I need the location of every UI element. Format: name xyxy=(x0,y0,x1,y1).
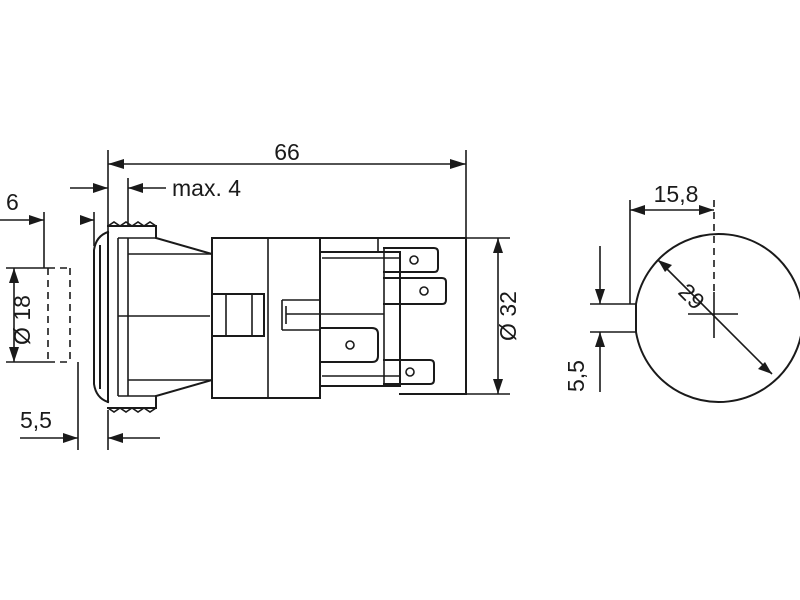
switch-side-view xyxy=(93,221,467,413)
dim-6-label: 6 xyxy=(6,189,19,215)
dim-max4-label: max. 4 xyxy=(172,175,241,201)
dim-5-5-right-label: 5,5 xyxy=(563,360,589,392)
lens-outline xyxy=(47,267,71,363)
dimension-bezel-max: max. 4 xyxy=(70,175,241,226)
dimension-body-diameter: Ø 32 xyxy=(466,237,521,395)
dimension-cutout-flat-width: 15,8 xyxy=(629,181,714,304)
panel-cutout-view xyxy=(635,200,800,403)
dim-66-label: 66 xyxy=(274,139,300,165)
dim-29-label: 29 xyxy=(673,278,709,314)
dimension-front-depth: 6 xyxy=(0,189,95,268)
dimension-cutout-flat-height: 5,5 xyxy=(563,246,636,392)
dim-dia18-label: Ø 18 xyxy=(9,295,35,345)
dimension-lens-diameter: Ø 18 xyxy=(6,267,48,363)
dimension-bezel-offset: 5,5 xyxy=(20,362,160,450)
dim-15-8-label: 15,8 xyxy=(654,181,699,207)
dimension-overall-length: 66 xyxy=(107,139,467,238)
dim-dia32-label: Ø 32 xyxy=(495,291,521,341)
dim-5-5-left-label: 5,5 xyxy=(20,407,52,433)
dimension-cutout-diameter: 29 xyxy=(657,259,773,375)
